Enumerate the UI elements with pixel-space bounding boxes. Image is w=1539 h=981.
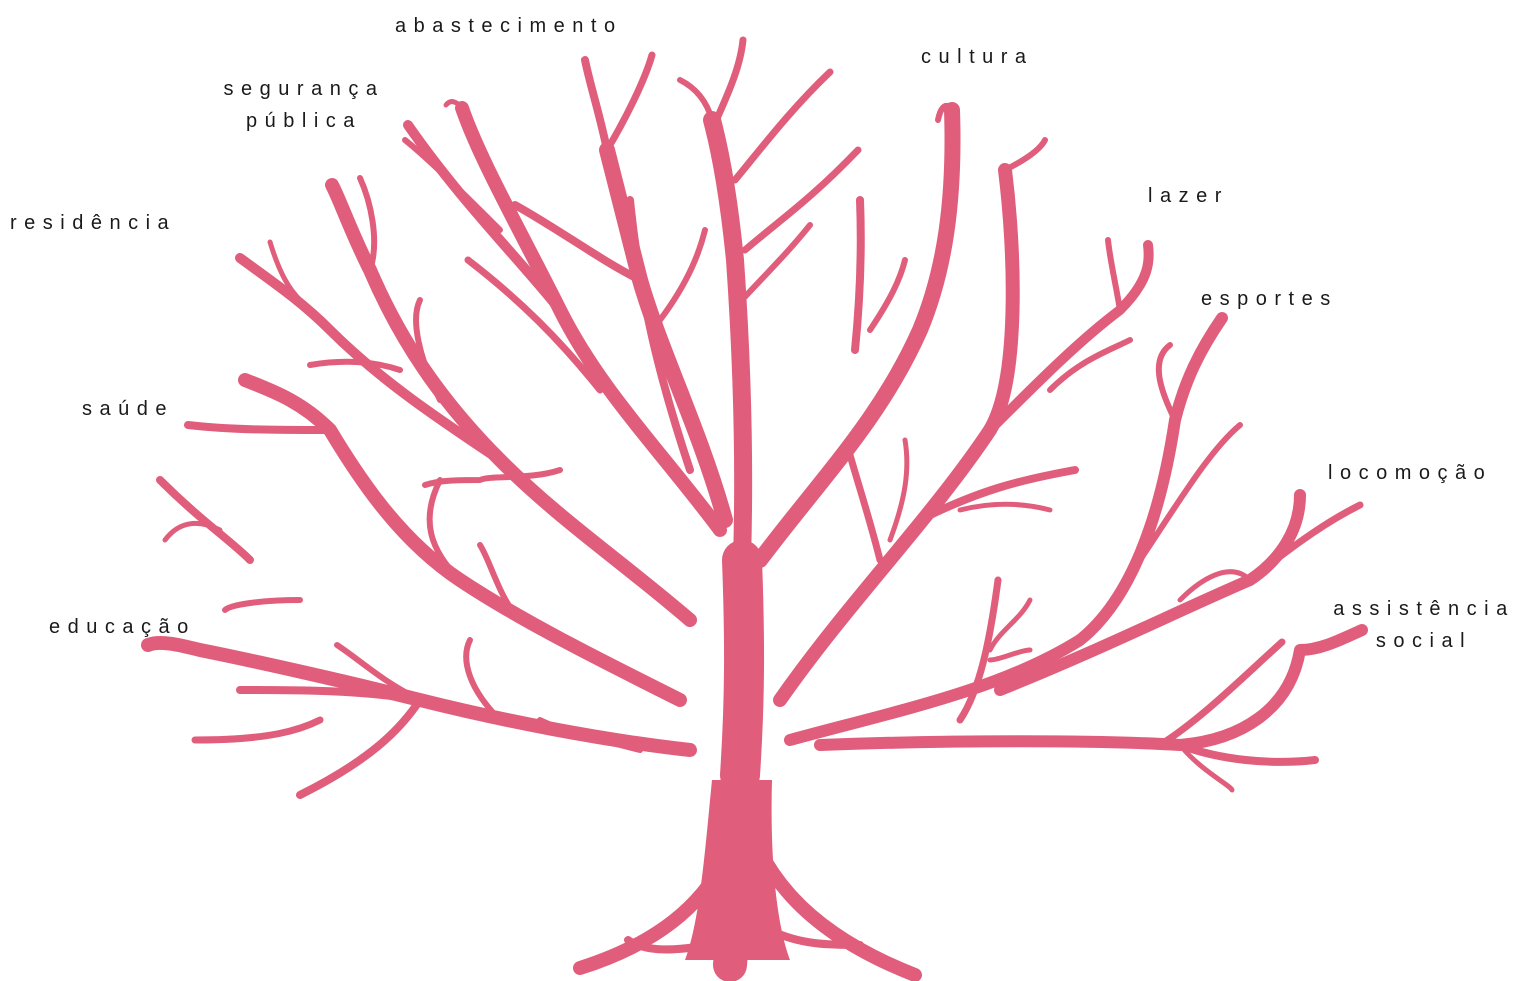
branch-twig-top-e — [742, 225, 810, 300]
label-assistencia-social: assistência social — [1313, 593, 1535, 657]
branch-twig-lazer-f — [960, 504, 1050, 510]
branch-twig-lazer-c — [1108, 240, 1120, 310]
label-abastecimento: abastecimento — [395, 10, 623, 42]
branch-twig-abastecimento-b — [607, 55, 652, 150]
branch-twig-left-b — [660, 230, 705, 320]
branch-twig-educacao-d — [225, 600, 300, 610]
label-residencia: residência — [10, 207, 176, 239]
branch-trunk-upper — [740, 560, 744, 775]
branch-twig-lazer-g — [850, 455, 880, 560]
branch-twig-assistencia-b — [1180, 745, 1315, 762]
branch-twig-saude-d — [425, 470, 560, 485]
branch-twig-locomocao-a — [1250, 505, 1360, 580]
label-esportes: esportes — [1201, 283, 1338, 315]
label-seguranca-publica: segurança pública — [204, 73, 404, 137]
branch-twig-top-c — [735, 72, 830, 180]
branch-twig-cultura-c — [870, 260, 905, 330]
label-locomocao: locomoção — [1328, 457, 1492, 489]
branch-leader-lazer — [780, 170, 1013, 700]
branch-twig-esportes-a — [1159, 345, 1175, 420]
branch-twig-residencia-b — [310, 362, 400, 370]
branch-twig-lower-right-c — [990, 650, 1030, 660]
branch-twig-cultura-b — [855, 200, 861, 350]
branch-twig-lazer-a — [1005, 140, 1045, 170]
branch-twig-assistencia-a — [1160, 642, 1282, 745]
branch-twig-abastecimento-a — [585, 60, 607, 150]
branch-twig-top-a — [680, 80, 712, 120]
label-cultura: cultura — [921, 41, 1034, 73]
branch-twig-educacao-b — [300, 700, 420, 795]
branch-twig-top-b — [712, 40, 743, 130]
label-lazer: lazer — [1148, 180, 1229, 212]
branch-twig-seguranca-c — [446, 102, 462, 108]
label-educacao: educação — [49, 611, 196, 643]
label-saude: saúde — [82, 393, 174, 425]
branch-twig-educacao-f — [160, 480, 250, 560]
branch-twig-saude-a — [188, 425, 330, 430]
branch-twig-lazer-h — [890, 440, 907, 540]
branch-twig-educacao-c — [195, 720, 320, 740]
